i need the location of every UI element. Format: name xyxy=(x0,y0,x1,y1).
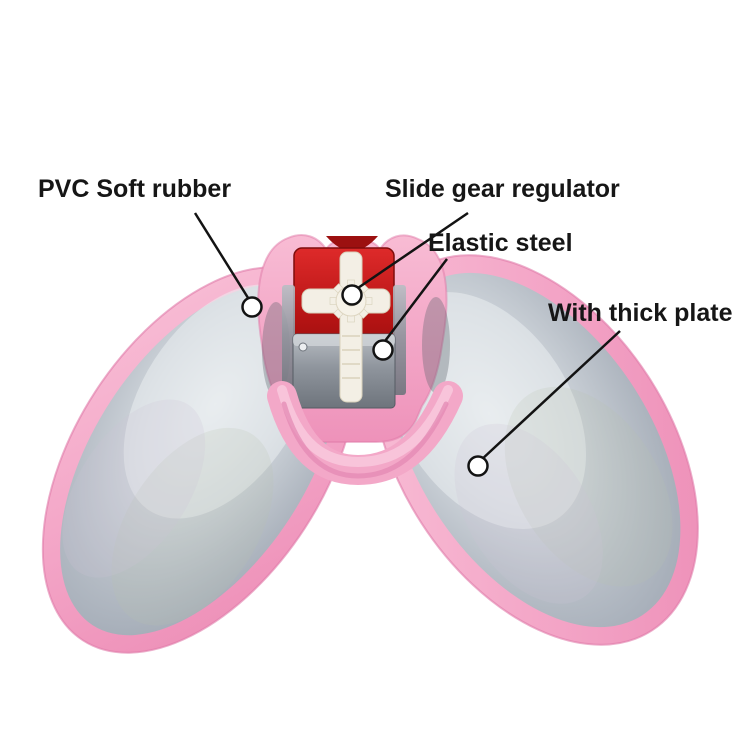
callout-marker-steel xyxy=(372,339,394,361)
callout-markers xyxy=(241,284,489,477)
callout-line-plate xyxy=(479,330,621,462)
label-with-thick-plate: With thick plate xyxy=(548,299,733,327)
callout-line-pvc xyxy=(193,212,252,302)
callout-marker-plate xyxy=(467,455,489,477)
callout-marker-gear xyxy=(341,284,363,306)
callout-line-steel xyxy=(381,258,448,346)
label-pvc-soft-rubber: PVC Soft rubber xyxy=(38,175,232,203)
spring-mechanism xyxy=(282,247,406,409)
label-elastic-steel: Elastic steel xyxy=(428,229,573,257)
callout-marker-pvc xyxy=(241,296,263,318)
callout-lines xyxy=(193,211,621,462)
callout-line-gear xyxy=(354,211,469,292)
label-slide-gear-regulator: Slide gear regulator xyxy=(385,175,620,203)
bottom-connector xyxy=(267,381,463,486)
